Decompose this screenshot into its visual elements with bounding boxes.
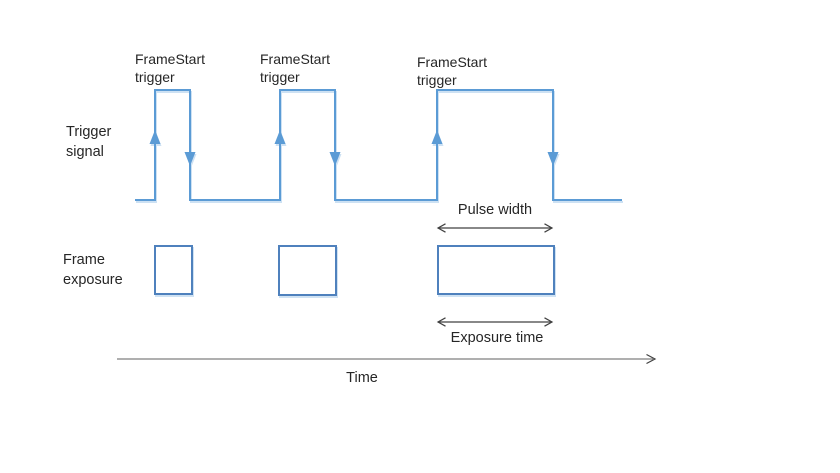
time-axis-label: Time [346, 370, 378, 386]
falling-edge-down-arrow-icon-2 [329, 152, 341, 166]
frame-start-trigger-label-3: FrameStart trigger [417, 53, 487, 89]
time-axis-right-arrow-icon [646, 353, 657, 365]
rising-edge-up-arrow-icon-1 [149, 130, 161, 144]
pulse-width-label: Pulse width [457, 202, 533, 218]
rising-edge-up-arrow-icon-2 [274, 130, 286, 144]
frame-start-label-line1: FrameStart [260, 51, 331, 67]
frame-exposure-box-2 [278, 245, 337, 296]
time-axis [117, 353, 657, 365]
frame-start-label-line2: trigger [417, 72, 457, 88]
frame-start-label-line1: FrameStart [417, 54, 488, 70]
frame-start-label-line2: trigger [135, 69, 175, 85]
falling-edge-down-arrow-icon-3 [547, 152, 559, 166]
frame-start-label-line2: trigger [260, 69, 300, 85]
frame-start-trigger-label-1: FrameStart trigger [135, 50, 205, 86]
frame-start-label-line1: FrameStart [135, 51, 206, 67]
frame-exposure-box-3 [437, 245, 555, 295]
trigger-signal-label-line2: signal [66, 144, 104, 160]
rising-edge-up-arrow-icon-3 [431, 130, 443, 144]
frame-exposure-label-line1: Frame [63, 252, 105, 268]
trigger-signal-label-line1: Trigger [66, 124, 112, 140]
frame-exposure-label: Frame exposure [63, 250, 123, 290]
pulse-width-double-arrow-icon [436, 223, 554, 233]
exposure-time-label: Exposure time [450, 330, 544, 346]
exposure-time-double-arrow-icon [436, 317, 554, 327]
frame-exposure-box-1 [154, 245, 193, 295]
trigger-signal-label: Trigger signal [66, 122, 111, 162]
falling-edge-down-arrow-icon-1 [184, 152, 196, 166]
frame-start-trigger-label-2: FrameStart trigger [260, 50, 330, 86]
trigger-signal-trace [135, 89, 622, 201]
frame-exposure-label-line2: exposure [63, 272, 123, 288]
